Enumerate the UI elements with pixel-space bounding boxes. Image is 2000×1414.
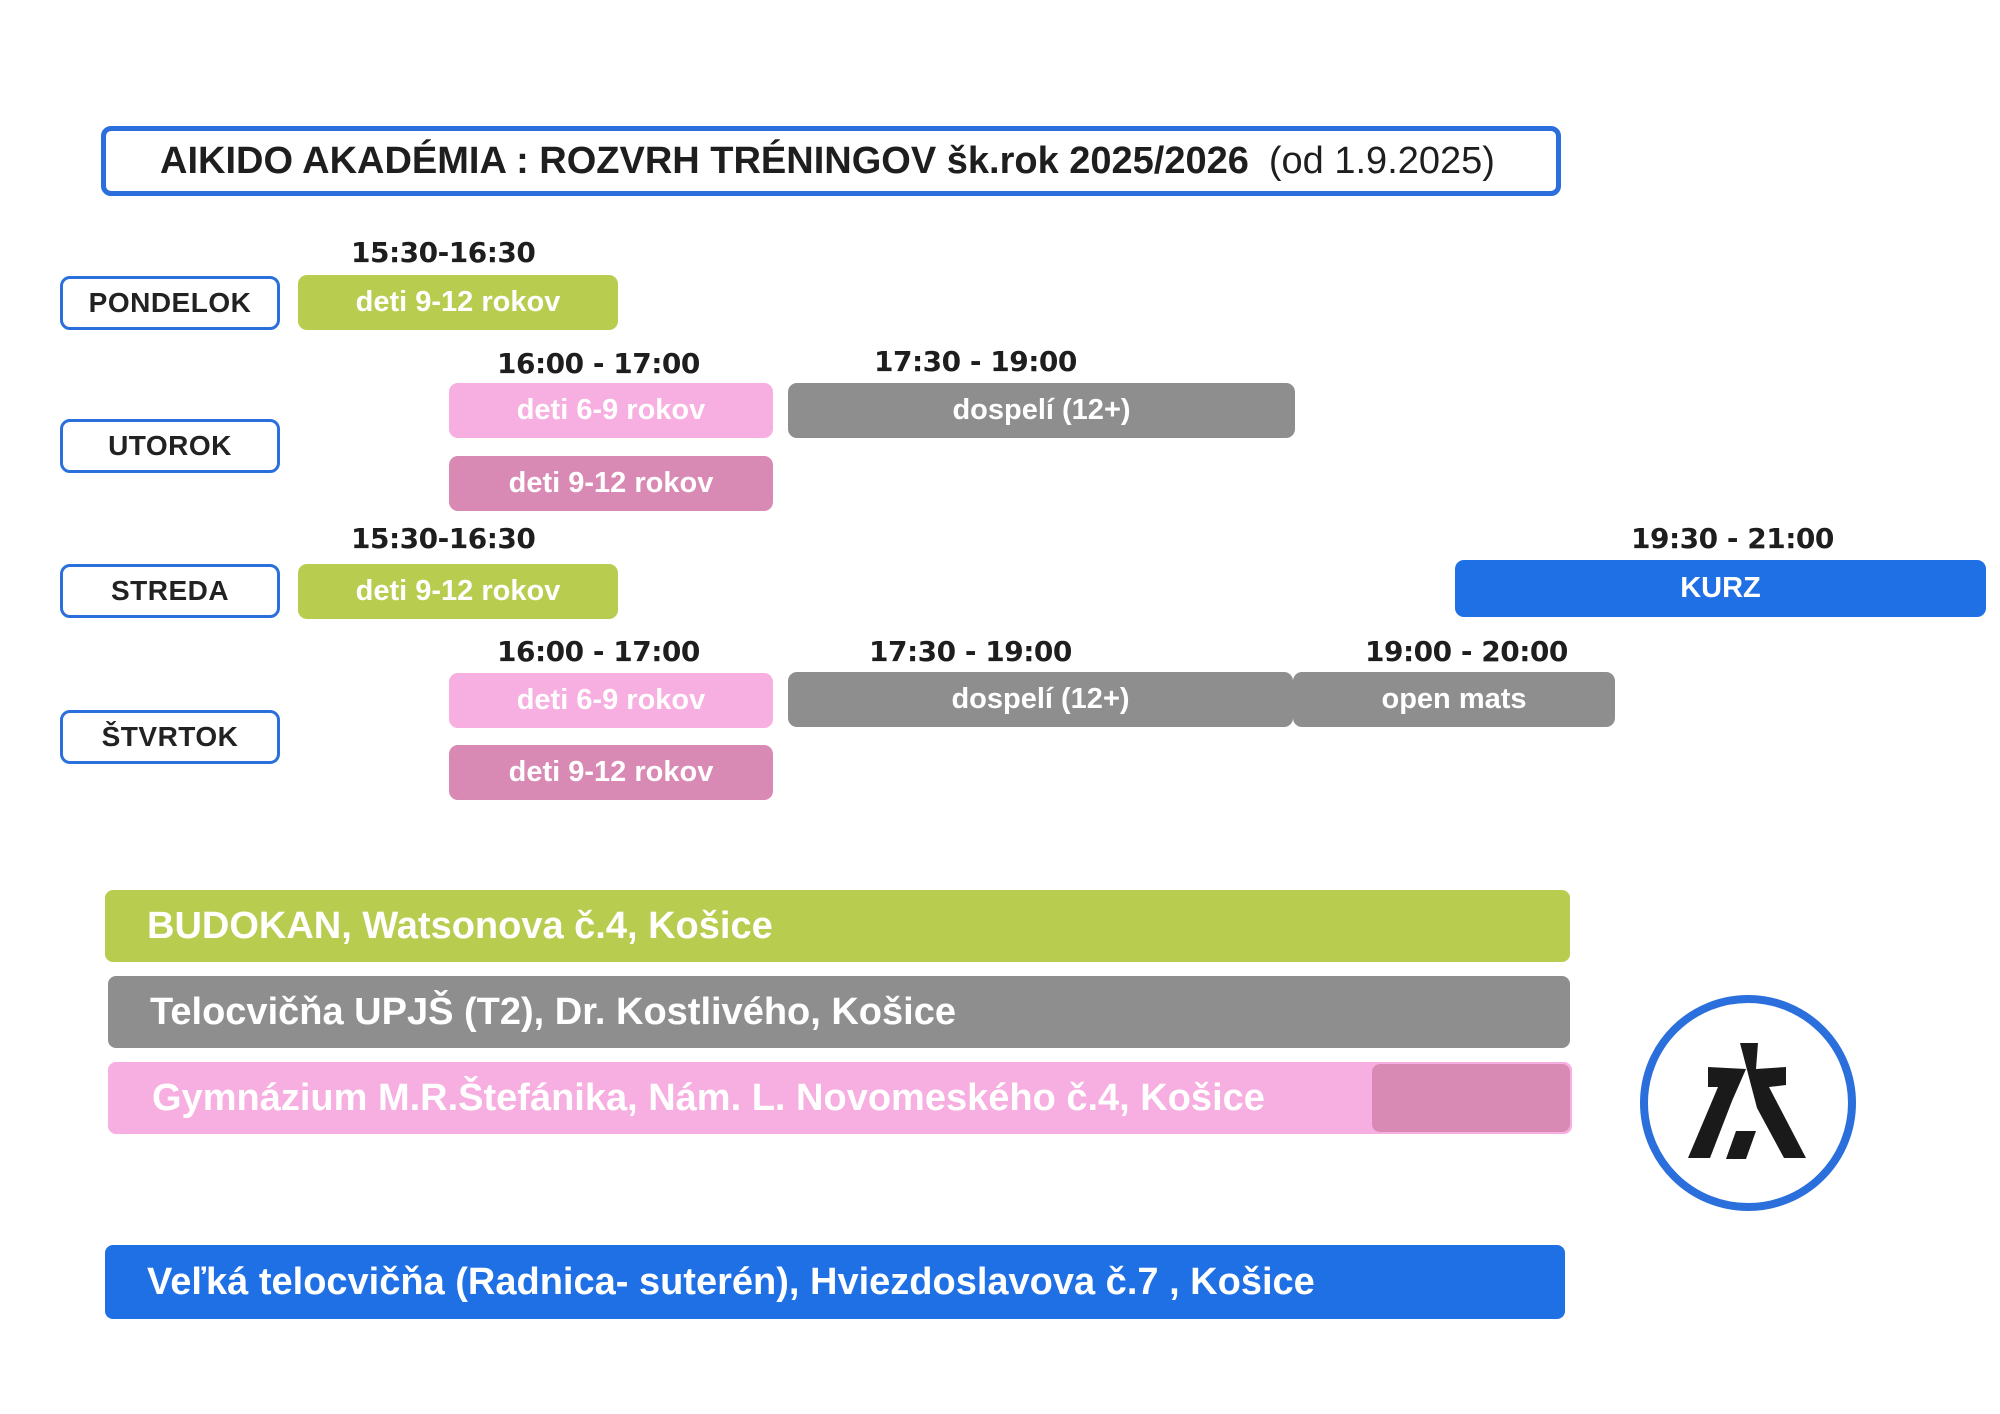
session-time: 16:00 - 17:00 [497, 635, 700, 668]
session-block-thursday-kids-6-9: deti 6-9 rokov [449, 673, 773, 728]
location-gymnazium: Gymnázium M.R.Štefánika, Nám. L. Novomes… [108, 1062, 1572, 1134]
location-gymnazium-swatch [1372, 1064, 1570, 1132]
session-time: 15:30-16:30 [351, 522, 536, 555]
session-time: 17:30 - 19:00 [869, 635, 1072, 668]
location-gymnazium-label: Gymnázium M.R.Štefánika, Nám. L. Novomes… [152, 1076, 1265, 1119]
session-block-monday-kids-9-12: deti 9-12 rokov [298, 275, 618, 330]
logo [1640, 995, 1856, 1211]
session-time: 17:30 - 19:00 [874, 345, 1077, 378]
session-block-thursday-adults: dospelí (12+) [788, 672, 1293, 727]
page-title: AIKIDO AKADÉMIA : ROZVRH TRÉNINGOV šk.ro… [101, 126, 1561, 196]
day-label-monday: PONDELOK [60, 276, 280, 330]
day-label-thursday: ŠTVRTOK [60, 710, 280, 764]
session-block-wednesday-kids-9-12: deti 9-12 rokov [298, 564, 618, 619]
session-time: 19:30 - 21:00 [1631, 522, 1834, 555]
aikido-logo-icon [1688, 1043, 1806, 1159]
day-label-tuesday: UTOROK [60, 419, 280, 473]
location-radnica: Veľká telocvičňa (Radnica- suterén), Hvi… [105, 1245, 1565, 1319]
session-block-wednesday-kurz: KURZ [1455, 560, 1986, 617]
title-main: AIKIDO AKADÉMIA : ROZVRH TRÉNINGOV šk.ro… [160, 139, 1249, 182]
session-block-thursday-open-mats: open mats [1293, 672, 1615, 727]
day-label-wednesday: STREDA [60, 564, 280, 618]
session-time: 15:30-16:30 [351, 236, 536, 269]
session-time: 16:00 - 17:00 [497, 347, 700, 380]
session-block-tuesday-adults: dospelí (12+) [788, 383, 1295, 438]
location-upjs: Telocvičňa UPJŠ (T2), Dr. Kostlivého, Ko… [108, 976, 1570, 1048]
location-budokan: BUDOKAN, Watsonova č.4, Košice [105, 890, 1570, 962]
session-block-tuesday-kids-6-9: deti 6-9 rokov [449, 383, 773, 438]
session-time: 19:00 - 20:00 [1365, 635, 1568, 668]
title-date: (od 1.9.2025) [1268, 139, 1495, 182]
session-block-tuesday-kids-9-12: deti 9-12 rokov [449, 456, 773, 511]
session-block-thursday-kids-9-12: deti 9-12 rokov [449, 745, 773, 800]
